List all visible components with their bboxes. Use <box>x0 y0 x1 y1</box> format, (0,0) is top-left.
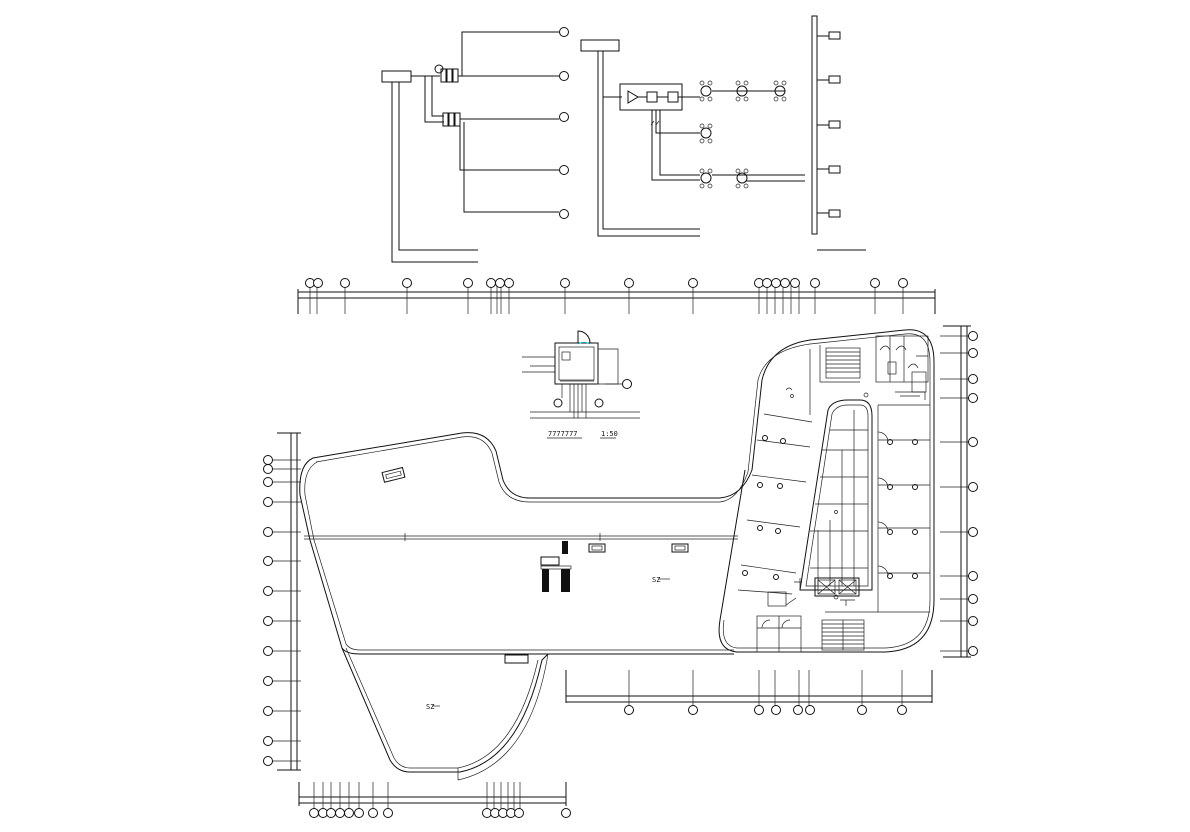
top-dimension-grid <box>297 278 936 314</box>
building-outline <box>299 329 935 781</box>
restrooms <box>756 335 929 653</box>
detail-inset: 7777777 1:50 <box>522 330 640 439</box>
floor-openings: SZ SZ <box>381 466 689 711</box>
bottom-left-dimension-grid <box>298 782 571 818</box>
east-wing-rooms <box>737 345 930 613</box>
stairs <box>821 347 865 651</box>
riser-schematic-a <box>381 27 569 263</box>
sprinkler-heads <box>699 80 787 189</box>
left-dimension-grid <box>263 432 301 771</box>
core-details <box>785 387 869 606</box>
riser-schematic-b <box>580 39 805 237</box>
zone-mark-lower: SZ <box>426 703 434 711</box>
central-atrium <box>799 399 873 597</box>
riser-schematic-c <box>811 15 866 251</box>
zone-mark-main: SZ <box>652 576 660 584</box>
right-dimension-grid <box>940 325 978 658</box>
bottom-right-dimension-grid <box>565 670 933 715</box>
detail-label: 7777777 <box>548 430 578 438</box>
detail-scale: 1:50 <box>601 430 618 438</box>
